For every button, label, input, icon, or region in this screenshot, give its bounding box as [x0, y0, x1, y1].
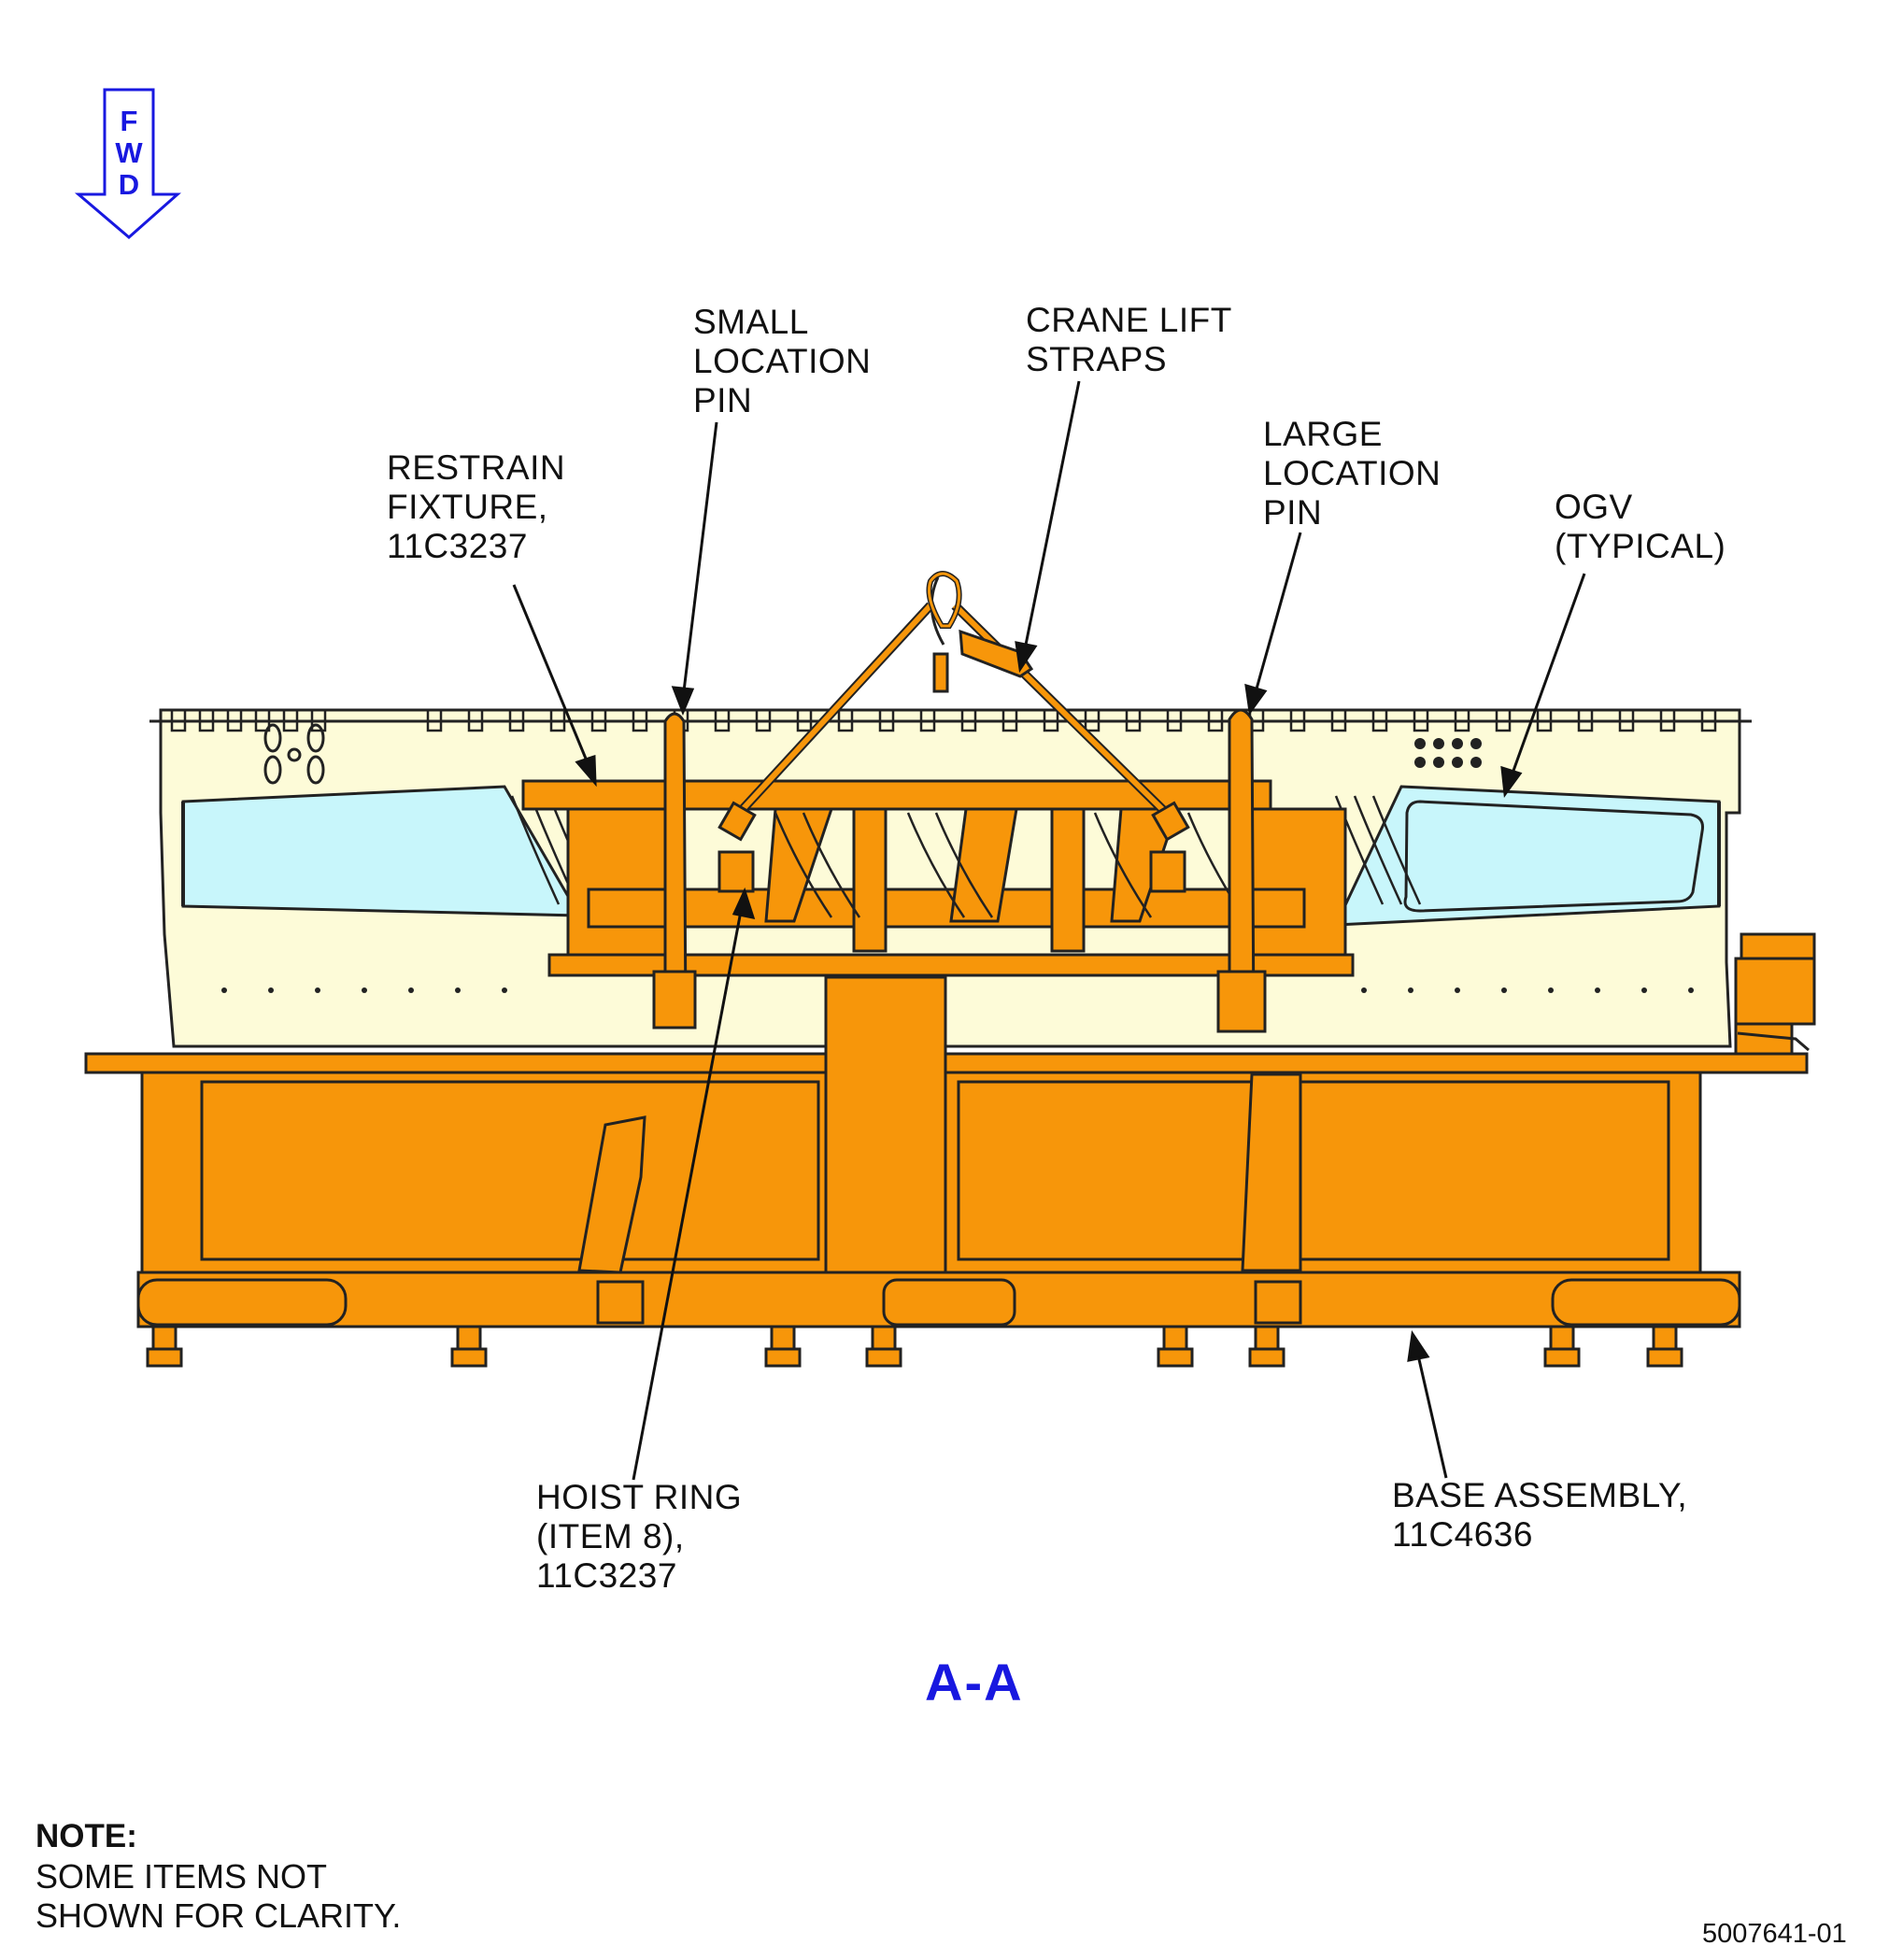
callout-crane-lift-straps: CRANE LIFT STRAPS	[1026, 301, 1232, 378]
base-feet	[146, 1325, 1683, 1368]
callout-ogv: OGV (TYPICAL)	[1555, 488, 1726, 565]
callout-small-location-pin: SMALL LOCATION PIN	[693, 303, 872, 419]
callout-large-location-pin: LARGE LOCATION PIN	[1263, 415, 1442, 532]
figure-number: 5007641-01	[1702, 1919, 1847, 1949]
side-bracket	[1734, 932, 1816, 1063]
crane-hook-ring	[926, 571, 962, 629]
fwd-letter-f: F	[120, 105, 138, 137]
base-assembly	[84, 975, 1809, 1328]
hoist-ring	[717, 801, 1190, 893]
view-label: A-A	[925, 1653, 1024, 1711]
callout-restrain-fixture: RESTRAIN FIXTURE, 11C3237	[387, 448, 566, 565]
crane-lift-straps	[731, 576, 1173, 822]
callout-base-assembly: BASE ASSEMBLY, 11C4636	[1392, 1476, 1688, 1554]
restrain-fixture	[521, 779, 1355, 977]
callout-hoist-ring: HOIST RING (ITEM 8), 11C3237	[536, 1478, 743, 1595]
note-body: SOME ITEMS NOT SHOWN FOR CLARITY.	[36, 1857, 402, 1935]
fwd-letter-w: W	[115, 136, 143, 169]
small-location-pin	[652, 712, 697, 1030]
fwd-arrow	[74, 88, 181, 239]
note-heading: NOTE:	[36, 1818, 137, 1854]
fwd-letter-d: D	[118, 168, 140, 201]
large-location-pin	[1216, 708, 1267, 1033]
leader-lines	[512, 380, 1586, 1481]
ogv-band	[181, 785, 1721, 927]
